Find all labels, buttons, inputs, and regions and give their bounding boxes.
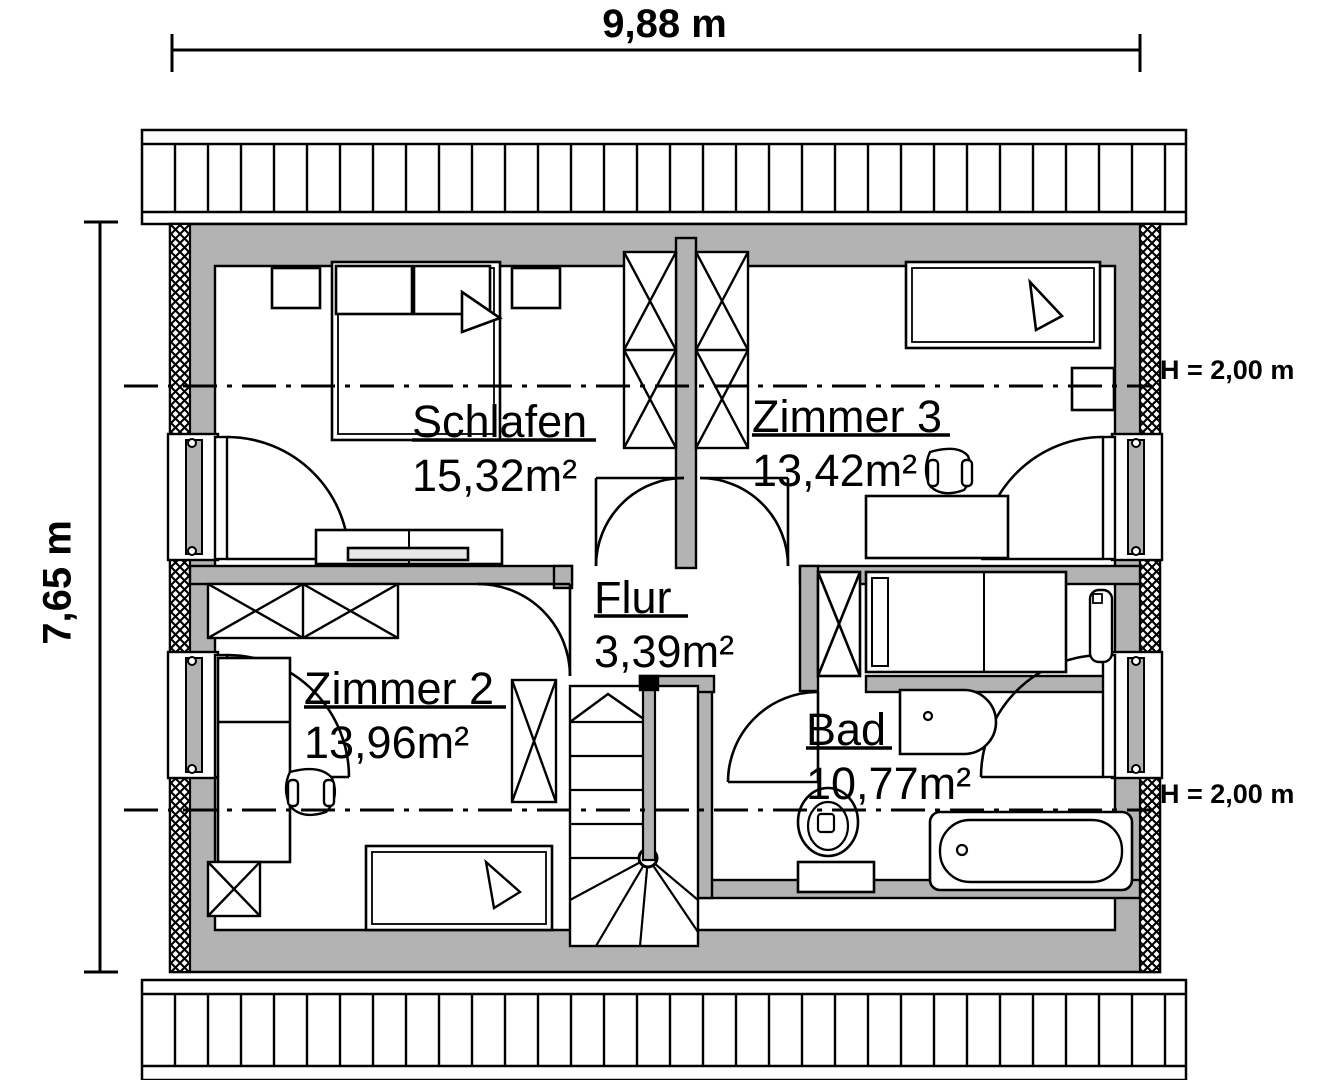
room-zimmer3-furniture: [864, 260, 1116, 560]
door-zimmer2-balcony: [166, 650, 351, 780]
wall-insulation-left: [168, 222, 192, 974]
nightstand-left: [270, 266, 322, 310]
dimension-left: [84, 220, 118, 974]
washbasin: [898, 688, 998, 756]
towel-radiator: [1088, 588, 1114, 664]
single-bed-zimmer2: [364, 844, 554, 932]
room-bad-fixtures: [796, 570, 1134, 894]
desk-chair-zimmer2: [284, 767, 337, 817]
shower: [864, 570, 1068, 674]
room-area-schlafen: 15,32m²: [412, 450, 578, 501]
door-zimmer2: [477, 582, 572, 677]
roof-band-top: [140, 128, 1188, 226]
door-schlafen-balcony: [166, 432, 351, 562]
single-bed-zimmer3: [904, 260, 1102, 350]
desk-zimmer2: [216, 656, 292, 864]
room-schlafen-furniture: [270, 260, 562, 566]
room-zimmer2-furniture: [206, 582, 558, 932]
height-marker-lower: H = 2,00 m: [1160, 779, 1295, 809]
dimension-top-label: 9,88 m: [602, 2, 727, 46]
desk-zimmer3: [864, 494, 1010, 560]
interior-doors: [477, 476, 820, 784]
label-underlines: [304, 433, 950, 750]
door-zimmer3: [699, 476, 790, 567]
roof-band-bottom: [140, 978, 1188, 1080]
flur-wardrobes: [622, 250, 750, 450]
height-marker-upper: H = 2,00 m: [1160, 355, 1295, 385]
door-bad: [726, 690, 820, 784]
door-schlafen: [594, 476, 685, 567]
room-label-zimmer3: Zimmer 3: [752, 391, 942, 442]
room-area-zimmer3: 13,42m²: [752, 445, 918, 496]
bathtub: [928, 810, 1134, 892]
height-lines: [124, 384, 1152, 812]
nightstand-right: [510, 266, 562, 310]
openings: [166, 432, 1164, 780]
wall-insulation-right: [1138, 222, 1162, 974]
nightstand-zimmer3: [1070, 366, 1116, 412]
room-area-bad: 10,77m²: [806, 758, 972, 809]
room-label-zimmer2: Zimmer 2: [304, 663, 494, 714]
room-label-flur: Flur: [594, 572, 672, 623]
room-area-zimmer2: 13,96m²: [304, 717, 470, 768]
desk-chair-zimmer3: [924, 447, 974, 495]
room-label-schlafen: Schlafen: [412, 396, 588, 447]
staircase: [568, 674, 700, 948]
room-label-bad: Bad: [806, 704, 887, 755]
door-zimmer3-balcony: [979, 432, 1164, 562]
room-area-flur: 3,39m²: [594, 626, 735, 677]
dimension-top: [170, 34, 1142, 72]
toilet: [796, 786, 876, 894]
dimension-left-label: 7,65 m: [35, 520, 80, 645]
door-bad-balcony: [979, 650, 1164, 780]
